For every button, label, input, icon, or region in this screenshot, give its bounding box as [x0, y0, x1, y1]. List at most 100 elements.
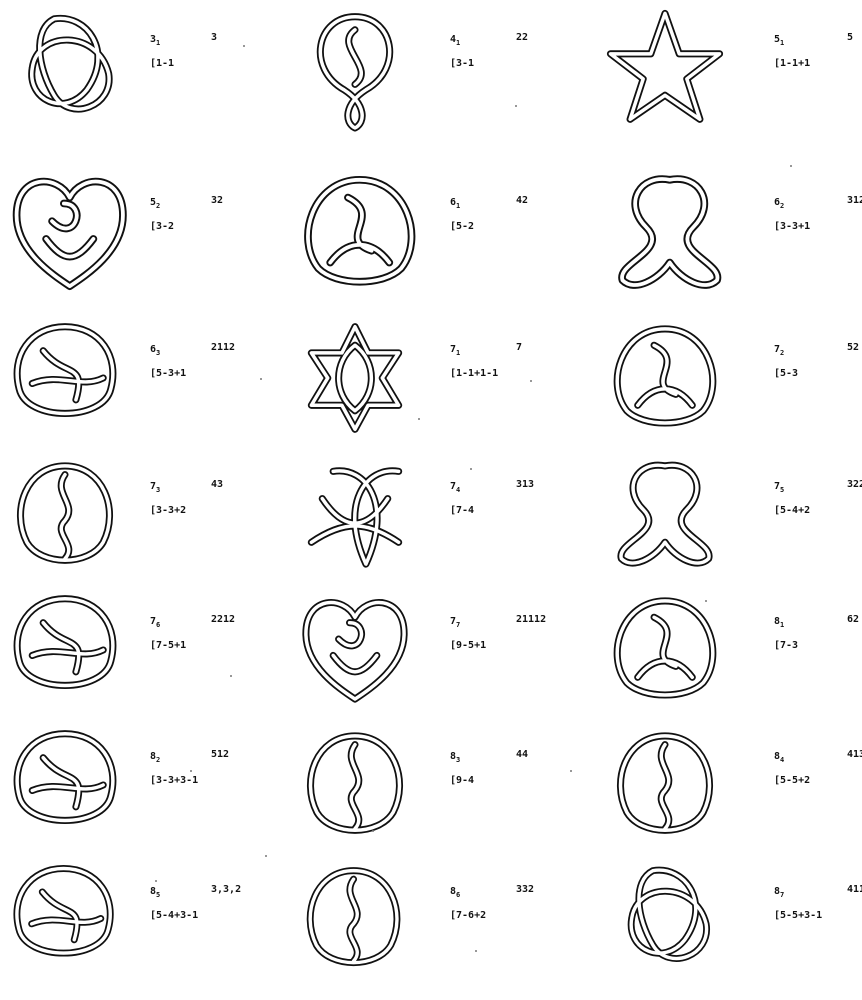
conway-notation: 313	[516, 479, 534, 490]
knot-name: 75	[774, 481, 784, 494]
polynomial-coefficients: [1-1	[150, 58, 174, 69]
knot-diagram-icon	[298, 860, 409, 977]
polynomial-coefficients: [5-3+1	[150, 368, 186, 379]
knot-diagram-icon	[8, 8, 122, 128]
knot-index: 3	[456, 756, 460, 764]
knot-index: 1	[456, 39, 460, 47]
conway-notation: 32	[211, 195, 223, 206]
knot-diagram-icon	[608, 318, 722, 438]
knot-entry: 82 512 [3-3+3-1	[4, 725, 291, 865]
knot-name: 62	[774, 197, 784, 210]
knot-name: 76	[150, 616, 160, 629]
knot-index: 2	[780, 202, 784, 210]
conway-notation: 413	[847, 749, 862, 760]
knot-index: 7	[456, 621, 460, 629]
knot-name: 82	[150, 751, 160, 764]
knot-index: 7	[780, 891, 784, 899]
knot-index: 4	[780, 756, 784, 764]
knot-index: 2	[780, 349, 784, 357]
speckle	[243, 45, 245, 47]
knot-diagram-icon	[608, 590, 722, 710]
knot-diagram-icon	[608, 860, 719, 977]
knot-name: 73	[150, 481, 160, 494]
knot-diagram-icon	[608, 8, 722, 128]
knot-diagram-icon	[8, 590, 122, 710]
speckle	[475, 950, 477, 952]
knot-name: 83	[450, 751, 460, 764]
knot-diagram-icon	[298, 590, 412, 710]
knot-name: 61	[450, 197, 460, 210]
knot-index: 1	[780, 621, 784, 629]
knot-diagram-icon	[298, 8, 412, 128]
knot-index: 3	[156, 486, 160, 494]
knot-diagram-icon	[298, 725, 412, 845]
conway-notation: 22	[516, 32, 528, 43]
conway-notation: 2112	[211, 342, 235, 353]
speckle	[515, 105, 517, 107]
conway-notation: 512	[211, 749, 229, 760]
conway-notation: 44	[516, 749, 528, 760]
knot-entry: 72 52 [5-3	[604, 318, 862, 458]
conway-notation: 62	[847, 614, 859, 625]
knot-index: 2	[156, 756, 160, 764]
knot-name: 63	[150, 344, 160, 357]
conway-notation: 3,3,2	[211, 884, 241, 895]
knot-name: 72	[774, 344, 784, 357]
knot-index: 1	[156, 39, 160, 47]
polynomial-coefficients: [3-1	[450, 58, 474, 69]
conway-notation: 5	[847, 32, 853, 43]
knot-entry: 63 2112 [5-3+1	[4, 318, 291, 458]
knot-entry: 84413[5-5+2	[604, 725, 862, 865]
knot-entry: 853,3,2[5-4+3-1	[4, 860, 291, 1000]
speckle	[230, 675, 232, 677]
knot-index: 6	[456, 891, 460, 899]
conway-notation: 312	[847, 195, 862, 206]
knot-name: 51	[774, 34, 784, 47]
speckle	[260, 378, 262, 380]
knot-name: 74	[450, 481, 460, 494]
speckle	[190, 770, 192, 772]
polynomial-coefficients: [5-3	[774, 368, 798, 379]
knot-index: 5	[780, 486, 784, 494]
speckle	[265, 855, 267, 857]
conway-notation: 332	[516, 884, 534, 895]
polynomial-coefficients: [3-3+3-1	[150, 775, 198, 786]
polynomial-coefficients: [7-4	[450, 505, 474, 516]
knot-diagram-icon	[8, 725, 122, 845]
knot-index: 2	[156, 202, 160, 210]
polynomial-coefficients: [9-4	[450, 775, 474, 786]
knot-entry: 762212[7-5+1	[4, 590, 291, 730]
knot-diagram-icon	[8, 860, 119, 977]
knot-entry: 86 332 [7-6+2	[294, 860, 581, 1000]
polynomial-coefficients: [1-1+1-1	[450, 368, 498, 379]
knot-diagram-icon	[8, 455, 122, 575]
polynomial-coefficients: [5-2	[450, 221, 474, 232]
knot-name: 87	[774, 886, 784, 899]
speckle	[570, 770, 572, 772]
conway-notation: 43	[211, 479, 223, 490]
polynomial-coefficients: [1-1+1	[774, 58, 810, 69]
speckle	[790, 165, 792, 167]
knot-index: 5	[156, 891, 160, 899]
knot-diagram-icon	[608, 455, 722, 575]
conway-notation: 2212	[211, 614, 235, 625]
knot-diagram-icon	[298, 455, 412, 575]
knot-name: 77	[450, 616, 460, 629]
polynomial-coefficients: [7-6+2	[450, 910, 486, 921]
knot-diagram-icon	[8, 318, 122, 438]
knot-entry: 75322[5-4+2	[604, 455, 862, 595]
speckle	[530, 380, 532, 382]
polynomial-coefficients: [7-3	[774, 640, 798, 651]
conway-notation: 52	[847, 342, 859, 353]
knot-name: 84	[774, 751, 784, 764]
knot-entry: 74 313 [7-4	[294, 455, 581, 595]
knot-entry: 83 44 [9-4	[294, 725, 581, 865]
polynomial-coefficients: [3-2	[150, 221, 174, 232]
speckle	[372, 830, 374, 832]
polynomial-coefficients: [5-4+3-1	[150, 910, 198, 921]
knot-index: 6	[156, 621, 160, 629]
speckle	[705, 600, 707, 602]
knot-name: 86	[450, 886, 460, 899]
